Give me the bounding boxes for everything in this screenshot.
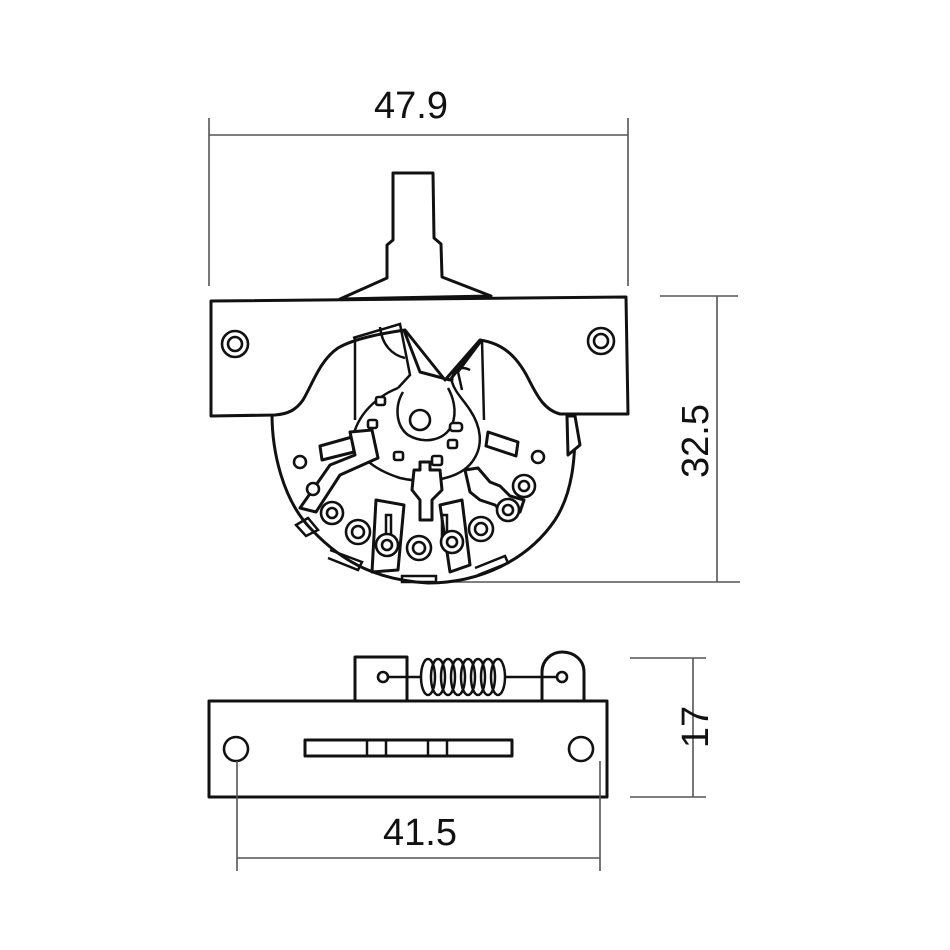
width-dimension-label: 47.9 — [374, 85, 448, 127]
side-tab — [565, 414, 582, 457]
width-dimension: 47.9 — [208, 85, 629, 286]
detent-spring-assembly — [353, 650, 586, 703]
wafer-edge-tabs — [294, 516, 510, 584]
hole-spacing-dimension: 41.5 — [236, 761, 601, 871]
mounting-hole-right — [586, 326, 616, 356]
rotor-assembly — [352, 322, 486, 482]
height-dimension: 32.5 — [430, 295, 740, 583]
hole-spacing-label: 41.5 — [383, 812, 457, 854]
bottom-mounting-hole-right — [567, 735, 595, 763]
bottom-height-dimension: 17 — [630, 657, 717, 798]
bottom-mounting-hole-left — [222, 735, 250, 763]
height-dimension-label: 32.5 — [675, 404, 717, 478]
bottom-height-label: 17 — [675, 706, 717, 748]
lever-slot — [303, 738, 514, 758]
mounting-hole-left — [220, 329, 250, 359]
mounting-plate — [209, 295, 630, 418]
terminal-holes — [292, 449, 546, 562]
switch-lever — [338, 171, 493, 301]
spring-coil — [419, 657, 507, 697]
rotor-pivot — [408, 408, 432, 432]
